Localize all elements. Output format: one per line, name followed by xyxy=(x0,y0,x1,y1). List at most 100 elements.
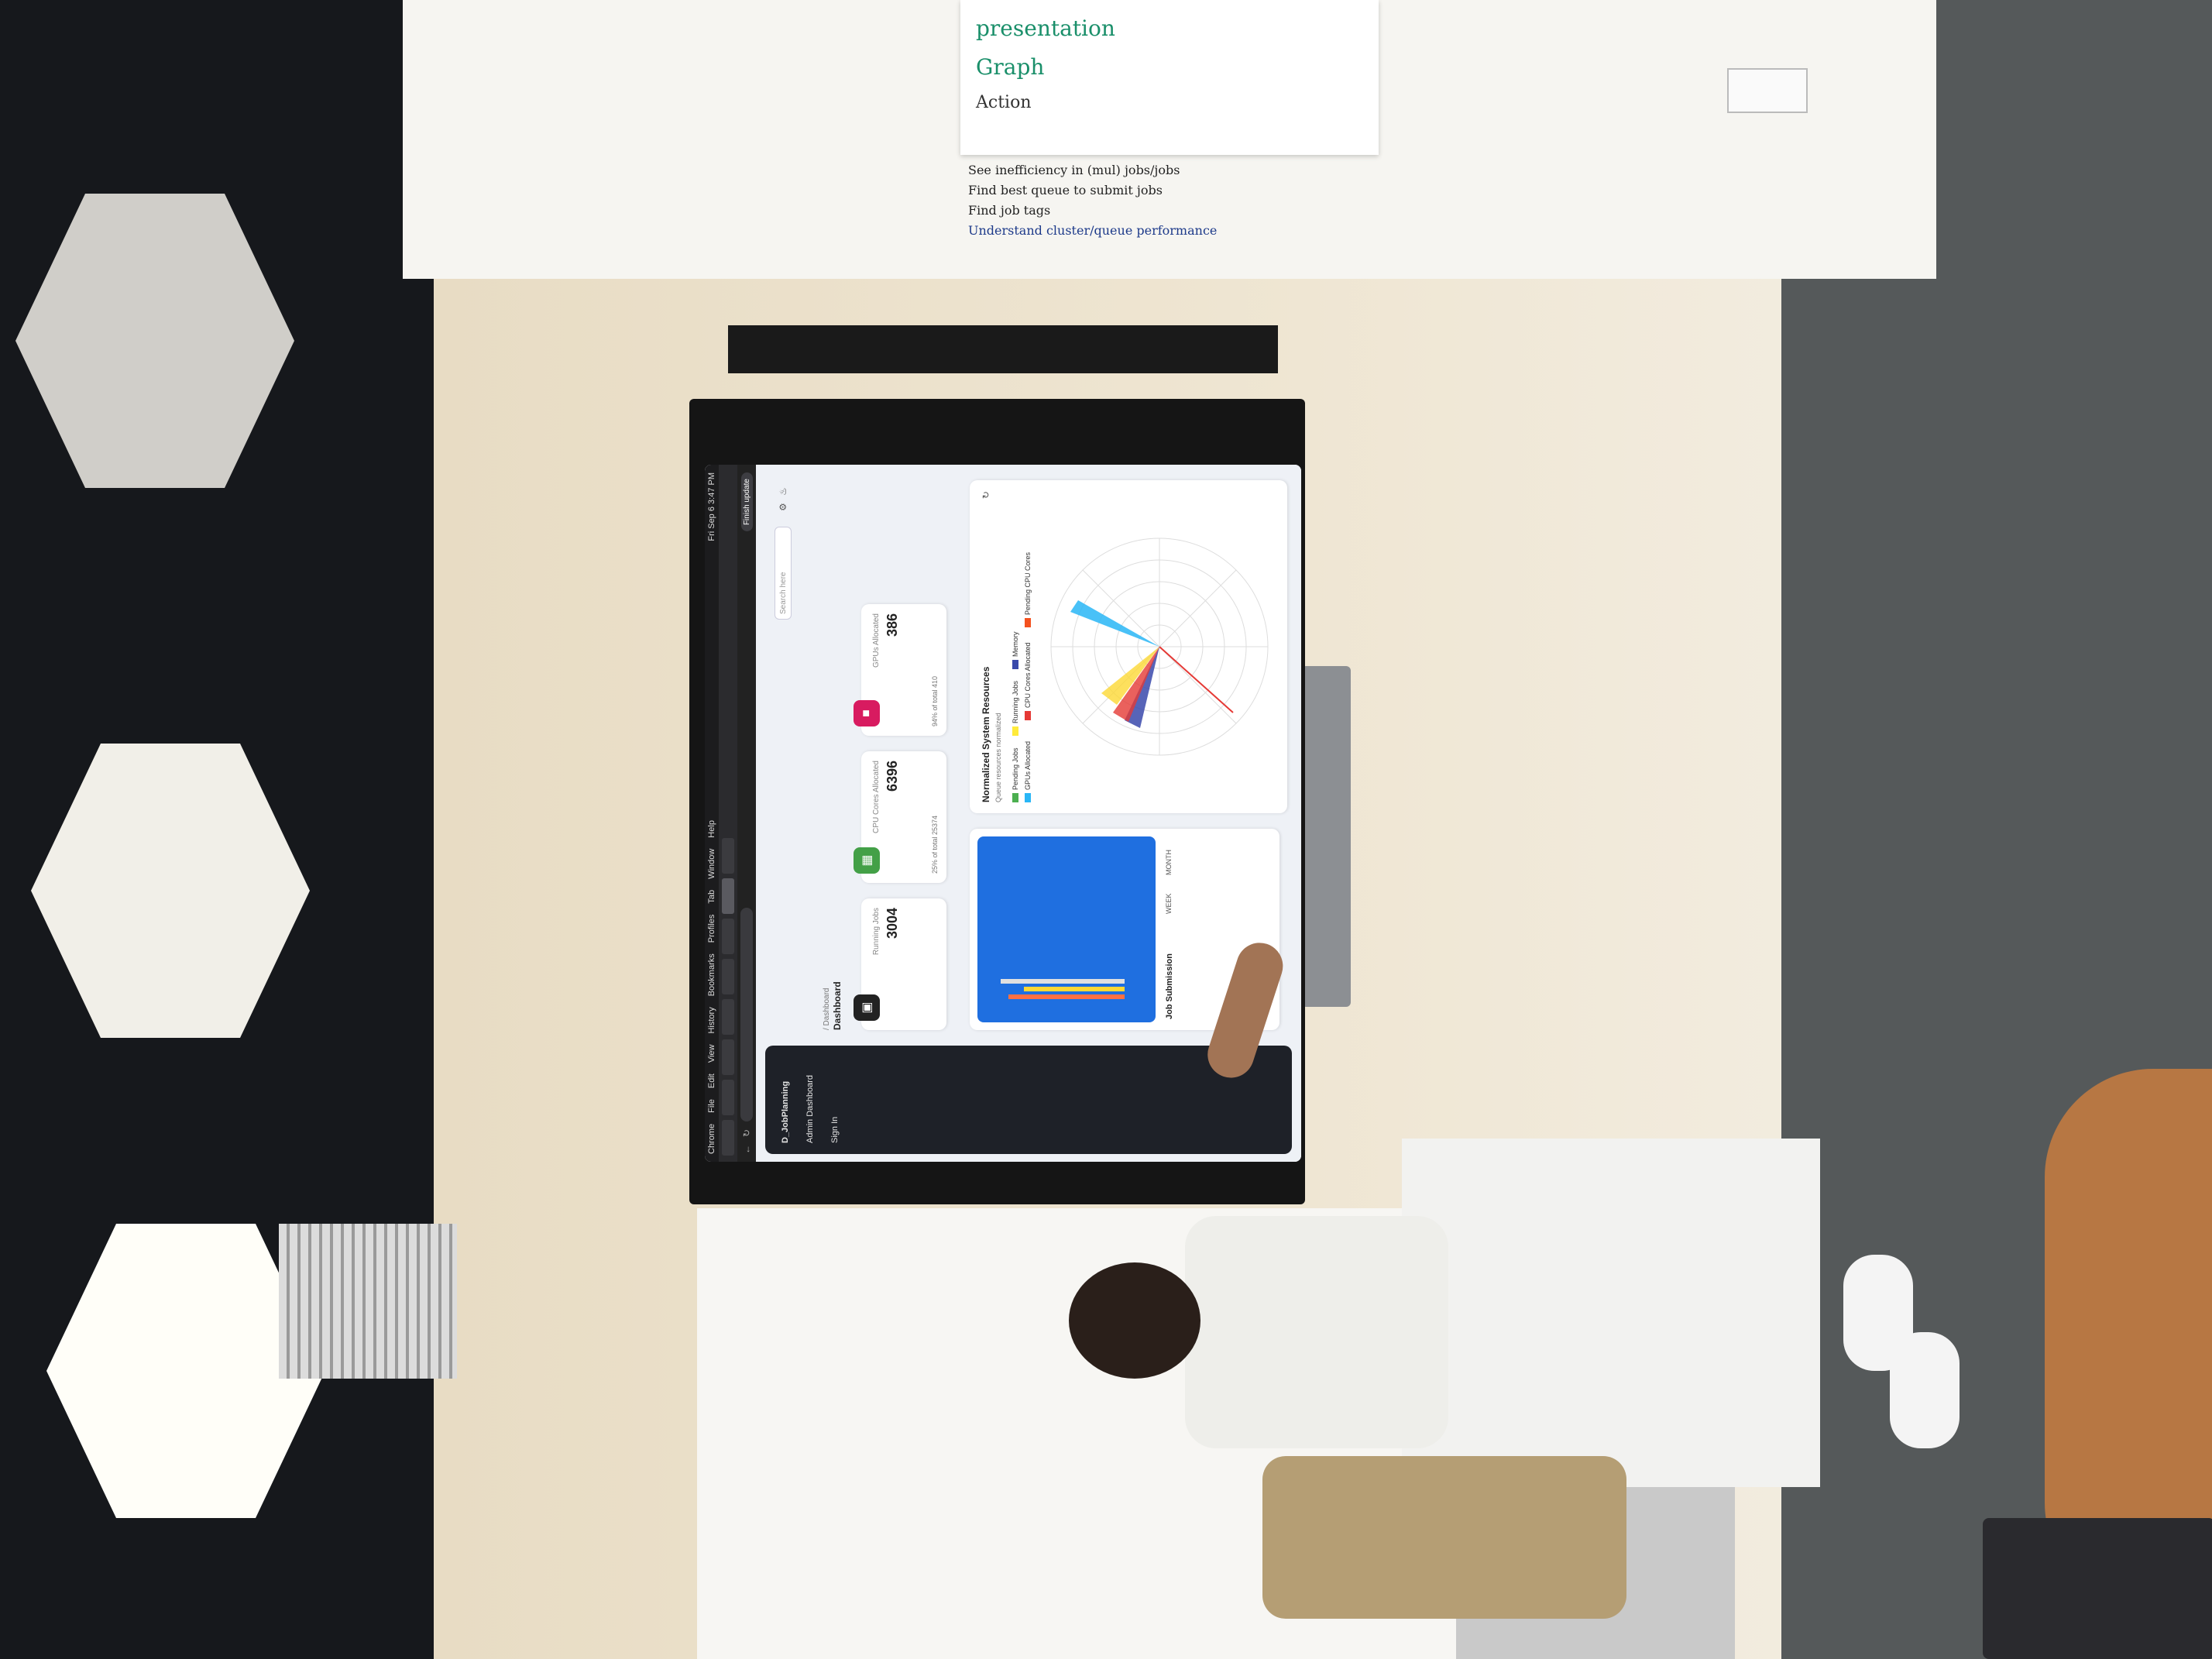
back-icon[interactable]: ← xyxy=(741,1145,752,1154)
stat-label: GPUs Allocated xyxy=(872,613,881,668)
browser-tab[interactable] xyxy=(722,1080,734,1115)
legend-label: GPUs Allocated xyxy=(1024,740,1032,790)
flipchart-paper: presentation Graph Action xyxy=(960,0,1379,155)
browser-tab[interactable] xyxy=(722,999,734,1035)
note-action: Action xyxy=(976,93,1032,112)
sidebar-item-sign-in[interactable]: Sign In xyxy=(830,1116,840,1143)
menu-edit[interactable]: Edit xyxy=(707,1073,716,1089)
stat-label: CPU Cores Allocated xyxy=(872,761,881,833)
browser-window: Chrome File Edit View History Bookmarks … xyxy=(705,465,1301,1162)
jobs-icon: ▣ xyxy=(854,994,880,1021)
sidebar-item-admin-dashboard[interactable]: Admin Dashboard xyxy=(805,1074,815,1143)
ceiling xyxy=(0,0,465,1659)
ceiling-light xyxy=(15,194,294,488)
stat-running-jobs: ▣ Running Jobs 3004 xyxy=(854,898,946,1030)
menu-view[interactable]: View xyxy=(707,1044,716,1063)
panel-title: Job Submission xyxy=(1165,953,1174,1019)
person-pants xyxy=(1262,1456,1626,1619)
note-row-1: See inefficiency in (mul) jobs/jobs xyxy=(968,163,1180,177)
search-input[interactable]: Search here xyxy=(775,527,792,620)
legend-swatch xyxy=(1025,711,1031,720)
mac-menubar: Chrome File Edit View History Bookmarks … xyxy=(705,465,719,1162)
chart-bar xyxy=(1024,987,1125,991)
wall-outlet xyxy=(1727,68,1808,113)
stat-label: Running Jobs xyxy=(872,908,881,956)
browser-tab[interactable] xyxy=(722,1039,734,1075)
tab-strip xyxy=(719,465,737,1162)
menu-bookmarks[interactable]: Bookmarks xyxy=(707,953,716,997)
menu-help[interactable]: Help xyxy=(707,820,716,838)
page-title: Dashboard xyxy=(832,981,843,1030)
stat-sub: 25% of total 25374 xyxy=(931,815,939,874)
panel-subtitle: Queue resources normalized xyxy=(994,713,1002,802)
legend-item: CPU Cores Allocated xyxy=(1024,642,1032,720)
legend-swatch xyxy=(1012,660,1018,669)
stat-cpu-cores: ▦ CPU Cores Allocated 6396 25% of total … xyxy=(854,751,946,883)
video-camera-bar xyxy=(1301,666,1351,1007)
stat-value: 386 xyxy=(884,613,900,637)
sidebar-brand[interactable]: D_JobPlanning xyxy=(781,1080,790,1143)
gpu-icon: ■ xyxy=(854,700,880,726)
refresh-icon[interactable]: ↻ xyxy=(981,491,991,500)
tab-month[interactable]: MONTH xyxy=(1165,850,1173,875)
tv-screen: Chrome File Edit View History Bookmarks … xyxy=(705,465,1301,1162)
tab-week[interactable]: WEEK xyxy=(1165,893,1173,914)
legend-swatch xyxy=(1025,618,1031,627)
radar-line xyxy=(1159,646,1234,713)
legend-item: Running Jobs xyxy=(1012,681,1019,736)
legend-item: Memory xyxy=(1012,631,1019,669)
legend-swatch xyxy=(1025,793,1031,802)
radar-chart xyxy=(1050,538,1269,756)
panel-title: Normalized System Resources xyxy=(981,666,991,802)
legend-swatch xyxy=(1012,793,1018,802)
white-cabinet xyxy=(1402,1139,1820,1487)
menu-file[interactable]: File xyxy=(707,1099,716,1113)
job-submission-chart xyxy=(977,836,1156,1022)
menu-profiles[interactable]: Profiles xyxy=(707,914,716,943)
person-shirt xyxy=(1185,1216,1448,1448)
note-row-2: Find best queue to submit jobs xyxy=(968,183,1163,198)
legend-swatch xyxy=(1012,726,1018,736)
address-bar-row: ← ↻ Finish update xyxy=(737,465,756,1162)
menubar-clock: Fri Sep 6 3:47 PM xyxy=(707,472,716,541)
dashboard-content: Search here ⚙ ♨ / Dashboard Dashboard ▣ … xyxy=(761,472,1295,1038)
radar-area xyxy=(1113,647,1159,722)
finish-update-button[interactable]: Finish update xyxy=(740,472,753,532)
person-shoe xyxy=(1890,1332,1960,1448)
browser-tab[interactable] xyxy=(722,959,734,994)
breadcrumb: / Dashboard xyxy=(823,988,831,1030)
settings-icon[interactable]: ⚙ xyxy=(778,503,788,511)
legend-label: Pending CPU Cores xyxy=(1024,551,1032,615)
menu-window[interactable]: Window xyxy=(707,848,716,879)
chart-bar xyxy=(1008,994,1125,999)
legend-label: CPU Cores Allocated xyxy=(1024,642,1032,708)
cpu-icon: ▦ xyxy=(854,847,880,874)
legend-item: Pending Jobs xyxy=(1012,747,1019,802)
stat-value: 6396 xyxy=(884,761,900,792)
person-head xyxy=(1069,1262,1200,1379)
browser-tab-active[interactable] xyxy=(722,878,734,914)
menu-tab[interactable]: Tab xyxy=(707,889,716,904)
normalized-resources-panel: Normalized System Resources Queue resour… xyxy=(970,480,1287,813)
browser-tab[interactable] xyxy=(722,919,734,954)
url-field[interactable] xyxy=(740,907,753,1121)
laptop xyxy=(1983,1518,2212,1659)
chart-bar xyxy=(1001,979,1125,984)
menu-chrome[interactable]: Chrome xyxy=(707,1123,716,1154)
stat-value: 3004 xyxy=(884,908,900,939)
bell-icon[interactable]: ♨ xyxy=(778,487,788,496)
air-vent xyxy=(279,1224,457,1379)
legend-item: Pending CPU Cores xyxy=(1024,552,1032,627)
menu-history[interactable]: History xyxy=(707,1007,716,1034)
note-row-4: Understand cluster/queue performance xyxy=(968,223,1218,238)
radar-area xyxy=(1101,647,1159,705)
browser-tab[interactable] xyxy=(722,838,734,874)
legend-label: Running Jobs xyxy=(1012,680,1019,723)
legend-label: Memory xyxy=(1012,631,1019,657)
note-graph: Graph xyxy=(976,54,1045,80)
browser-tab[interactable] xyxy=(722,1120,734,1156)
reload-icon[interactable]: ↻ xyxy=(741,1128,752,1137)
legend-label: Pending Jobs xyxy=(1012,747,1019,790)
stat-sub: 94% of total 410 xyxy=(931,675,939,726)
legend-item: GPUs Allocated xyxy=(1024,741,1032,802)
